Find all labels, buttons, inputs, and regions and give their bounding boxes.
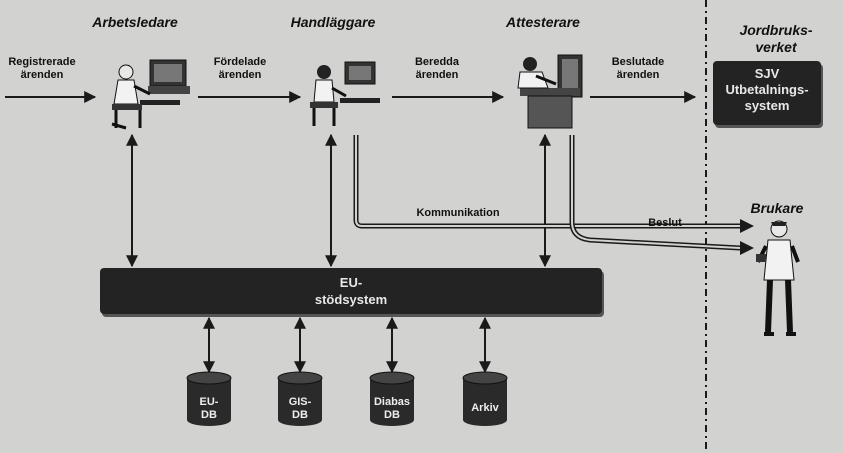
flow-label-beslutade: Beslutade ärenden <box>600 56 676 82</box>
role-jordbruksverket-line1: Jordbruks- <box>739 22 813 38</box>
role-jordbruksverket-line2: verket <box>755 39 797 55</box>
flow-label-registrerade-line1: Registrerade <box>8 56 76 68</box>
role-handlaggare: Handläggare <box>290 14 376 30</box>
brukare-person-icon <box>756 220 800 336</box>
sjv-line2: Utbetalnings- <box>725 82 809 97</box>
db-label-gis-line2: DB <box>292 409 308 421</box>
arkiv-db-cylinder <box>462 371 508 426</box>
flow-label-registrerade: Registrerade ärenden <box>2 56 82 82</box>
attesterare-workstation-icon <box>517 54 583 129</box>
role-brukare: Brukare <box>750 200 804 216</box>
flow-label-registrerade-line2: ärenden <box>20 69 64 81</box>
db-label-gis: GIS- DB <box>278 396 322 422</box>
arbetsledare-workstation-icon <box>111 59 190 130</box>
beslut-arrowhead <box>740 241 754 255</box>
flow-label-beslut: Beslut <box>648 217 682 229</box>
db-label-eu: EU- DB <box>187 396 231 422</box>
flow-label-beredda: Beredda ärenden <box>402 56 472 82</box>
beslut-path <box>569 135 741 251</box>
gis-db-cylinder <box>277 371 323 426</box>
diabas-db-cylinder <box>369 371 415 426</box>
flow-label-fordelade-line1: Fördelade <box>213 56 267 68</box>
role-jordbruksverket: Jordbruks- verket <box>716 22 836 56</box>
flow-label-kommunikation: Kommunikation <box>416 207 500 219</box>
eu-db-cylinder <box>186 371 232 426</box>
db-label-gis-line1: GIS- <box>288 396 312 408</box>
flow-label-beslutade-line2: ärenden <box>616 69 660 81</box>
db-label-arkiv-line1: Arkiv <box>471 402 499 414</box>
role-arbetsledare: Arbetsledare <box>92 14 178 30</box>
sjv-line3: system <box>744 98 790 113</box>
db-label-diabas-line2: DB <box>384 409 400 421</box>
role-attesterare: Attesterare <box>506 14 580 30</box>
eu-stodsystem-box: EU- stödsystem <box>100 268 602 314</box>
flow-label-fordelade: Fördelade ärenden <box>200 56 280 82</box>
db-label-diabas: Diabas DB <box>368 396 416 422</box>
eu-system-line2: stödsystem <box>314 292 388 307</box>
db-label-diabas-line1: Diabas <box>373 396 411 408</box>
db-label-arkiv: Arkiv <box>463 402 507 415</box>
eu-system-line1: EU- <box>339 275 363 290</box>
flow-label-beslutade-line1: Beslutade <box>611 56 665 68</box>
handlaggare-workstation-icon <box>310 61 380 126</box>
kommunikation-arrowhead <box>740 219 754 233</box>
db-label-eu-line2: DB <box>201 409 217 421</box>
flow-label-beredda-line1: Beredda <box>414 56 460 68</box>
db-label-eu-line1: EU- <box>199 396 219 408</box>
sjv-line1: SJV <box>754 66 780 81</box>
sjv-utbetalningssystem-box: SJV Utbetalnings- system <box>713 61 821 125</box>
flow-label-fordelade-line2: ärenden <box>218 69 262 81</box>
flow-label-beredda-line2: ärenden <box>415 69 459 81</box>
